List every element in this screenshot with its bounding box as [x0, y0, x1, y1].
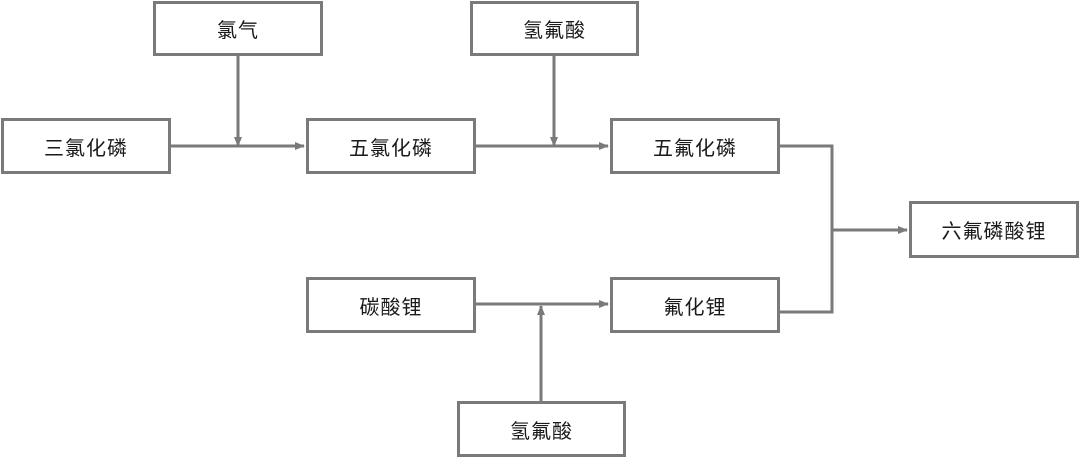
node-phosphorus-pentafluoride: 五氟化磷: [610, 118, 780, 174]
node-lithium-carbonate: 碳酸锂: [306, 277, 476, 333]
node-phosphorus-trichloride: 三氯化磷: [1, 118, 171, 174]
edge-pf5-to-merge: [780, 144, 834, 230]
node-phosphorus-pentachloride-label: 五氯化磷: [349, 135, 433, 160]
node-lithium-carbonate-label: 碳酸锂: [359, 294, 423, 319]
node-hydrofluoric-acid-bottom-label: 氢氟酸: [510, 418, 573, 443]
node-chlorine-label: 氯气: [217, 18, 259, 42]
node-lithium-fluoride: 氟化锂: [610, 277, 780, 333]
node-chlorine: 氯气: [153, 1, 323, 56]
edge-lif-to-merge: [780, 230, 834, 314]
node-lithium-fluoride-label: 氟化锂: [663, 294, 727, 319]
node-phosphorus-pentachloride: 五氯化磷: [306, 118, 476, 174]
node-hydrofluoric-acid-bottom: 氢氟酸: [457, 401, 626, 457]
node-phosphorus-pentafluoride-label: 五氟化磷: [653, 135, 737, 160]
node-lithium-hexafluorophosphate: 六氟磷酸锂: [909, 201, 1079, 258]
node-phosphorus-trichloride-label: 三氯化磷: [44, 135, 128, 160]
node-hydrofluoric-acid-top: 氢氟酸: [470, 1, 639, 56]
node-hydrofluoric-acid-top-label: 氢氟酸: [523, 18, 586, 42]
node-lithium-hexafluorophosphate-label: 六氟磷酸锂: [941, 219, 1047, 243]
